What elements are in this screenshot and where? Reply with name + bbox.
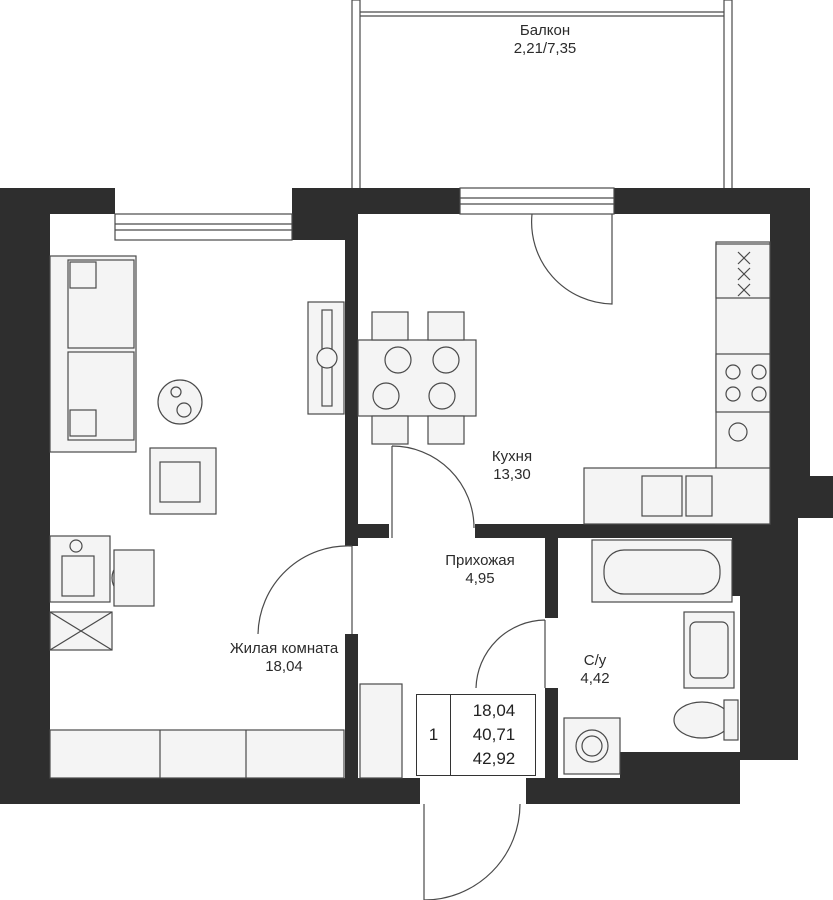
room-label-hallway: Прихожая 4,95 [420,552,540,588]
room-count: 1 [428,725,439,744]
stove-icon [737,251,751,297]
living-area: 18,04 [472,701,516,720]
room-label-bathroom: С/у 4,42 [560,652,630,688]
summary-areas: 18,04 40,71 42,92 [451,699,537,771]
washing-machine [563,717,621,775]
room-name: С/у [583,652,607,669]
windows [114,187,615,241]
room-area: 2,21/7,35 [513,40,577,57]
room-area: 13,30 [493,466,531,483]
room-name: Балкон [519,22,571,39]
room-area: 18,04 [265,658,303,675]
sofa [49,255,137,453]
room-area: 4,95 [465,570,495,587]
wardrobe-hallway [359,683,403,779]
desk [49,535,155,651]
room-name: Кухня [491,448,533,465]
room-name: Прихожая [445,552,515,569]
summary-divider [450,695,451,775]
total-area: 40,71 [472,725,516,744]
toilet [673,699,739,741]
dining-set [357,311,477,445]
coffee-table [157,379,203,425]
walls [0,188,833,804]
doors [257,213,613,900]
wardrobe-living [49,729,345,779]
room-name: Жилая комната [229,640,339,657]
total-area-with-balcony: 42,92 [472,749,516,768]
armchair [149,447,217,515]
area-summary: 1 18,04 40,71 42,92 [416,694,536,776]
sink [683,611,735,689]
bathtub [591,539,733,603]
room-label-living: Жилая комната 18,04 [214,640,354,676]
room-label-balcony: Балкон 2,21/7,35 [470,22,620,58]
room-label-kitchen: Кухня 13,30 [462,448,562,484]
room-area: 4,42 [580,670,610,687]
tv [307,301,345,415]
